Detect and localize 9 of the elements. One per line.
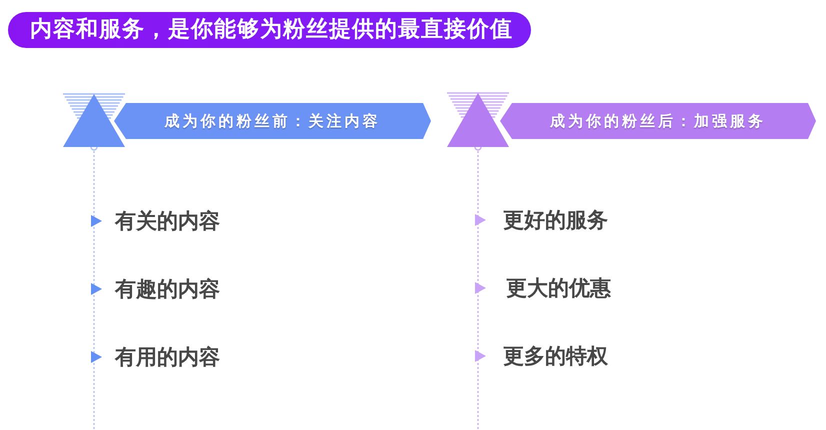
list-item-text: 有关的内容	[115, 208, 220, 235]
banner-heading: 成为你的粉丝后：加强服务	[550, 112, 766, 130]
list-item-text: 更好的服务	[503, 207, 608, 234]
banner-heading: 成为你的粉丝前：关注内容	[164, 112, 380, 130]
list-item-text: 更大的优惠	[506, 275, 611, 302]
list-item-text: 有用的内容	[115, 344, 220, 371]
list-item-text: 有趣的内容	[115, 276, 220, 303]
title-banner: 内容和服务，是你能够为粉丝提供的最直接价值	[8, 12, 531, 48]
list-item-text: 更多的特权	[503, 343, 608, 370]
